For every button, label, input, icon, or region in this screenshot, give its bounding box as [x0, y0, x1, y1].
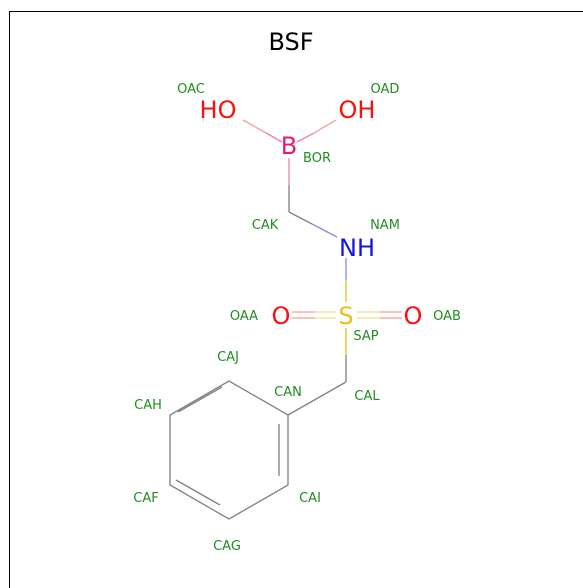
- atom-sulfur: S: [338, 302, 353, 330]
- label-caj: CAJ: [217, 350, 239, 365]
- atom-symbols: HO OH B NH O S O: [200, 96, 423, 330]
- bond-oac-bor: [242, 119, 267, 134]
- label-sap: SAP: [353, 329, 378, 344]
- label-cai: CAI: [299, 491, 321, 506]
- label-cah: CAH: [134, 398, 162, 413]
- bond-cak-nam: [288, 211, 313, 225]
- atom-labels: OAC OAD BOR CAK NAM OAA OAB SAP CAJ CAN …: [133, 82, 461, 554]
- atom-boron: B: [281, 132, 297, 160]
- atom-nh: NH: [339, 234, 375, 262]
- atom-o-left: O: [272, 302, 291, 330]
- bonds: [169, 119, 402, 520]
- label-nam: NAM: [370, 218, 400, 233]
- label-cag: CAG: [213, 539, 241, 554]
- bond-cak-nam-b: [311, 223, 338, 238]
- benzene-ring: [169, 380, 289, 520]
- bond-cag-caf-inner: [175, 479, 221, 506]
- label-caf: CAF: [133, 491, 158, 506]
- bond-oad-bor: [296, 132, 315, 143]
- label-bor: BOR: [303, 151, 331, 166]
- atom-ho-left: HO: [200, 96, 237, 124]
- atom-o-right: O: [404, 302, 423, 330]
- bond-cah-caj-inner: [177, 386, 223, 413]
- bond-cal-can: [287, 381, 347, 416]
- molecule-frame: [9, 11, 583, 588]
- atom-oh-right: OH: [339, 96, 376, 124]
- label-oaa: OAA: [230, 309, 258, 324]
- label-oac: OAC: [177, 82, 205, 97]
- bond-oad-bor-b: [313, 119, 337, 134]
- label-can: CAN: [274, 385, 302, 400]
- diagram-title: BSF: [268, 28, 313, 56]
- label-oab: OAB: [433, 309, 461, 324]
- label-cal: CAL: [354, 389, 380, 404]
- label-oad: OAD: [371, 82, 400, 97]
- label-cak: CAK: [252, 218, 279, 233]
- bond-oac-bor-b: [265, 132, 283, 143]
